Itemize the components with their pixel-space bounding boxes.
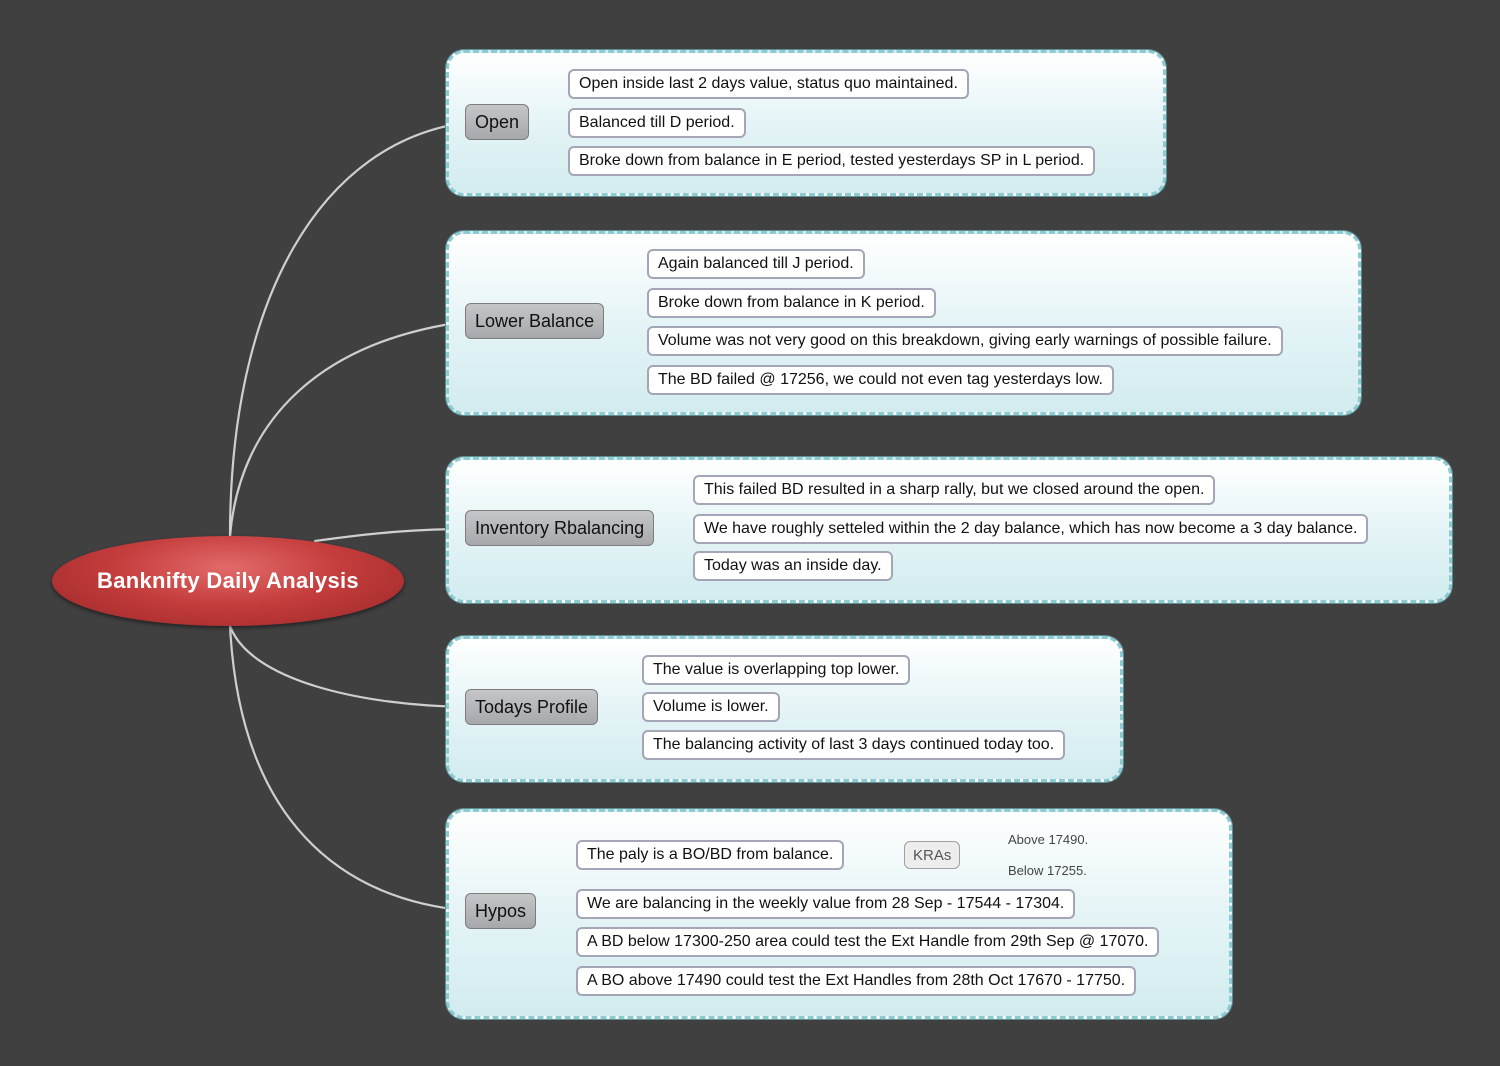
- connector-hypos: [228, 624, 472, 913]
- central-topic-label: Banknifty Daily Analysis: [97, 568, 359, 593]
- note-open-2[interactable]: Balanced till D period.: [568, 108, 746, 138]
- note-lower-balance-4[interactable]: The BD failed @ 17256, we could not even…: [647, 365, 1114, 395]
- note-hypos-3[interactable]: A BD below 17300-250 area could test the…: [576, 927, 1160, 957]
- note-lower-balance-2[interactable]: Broke down from balance in K period.: [647, 288, 936, 318]
- note-todays-profile-2[interactable]: Volume is lower.: [642, 692, 780, 722]
- note-open-3[interactable]: Broke down from balance in E period, tes…: [568, 146, 1096, 176]
- note-lower-balance-3[interactable]: Volume was not very good on this breakdo…: [647, 326, 1283, 356]
- topic-todays-profile[interactable]: Todays Profile: [465, 689, 599, 725]
- topic-lower-balance[interactable]: Lower Balance: [465, 303, 605, 339]
- note-hypos-2[interactable]: We are balancing in the weekly value fro…: [576, 889, 1076, 919]
- topic-inventory-rbalancing[interactable]: Inventory Rbalancing: [465, 510, 655, 546]
- connector-todays-profile: [228, 624, 472, 709]
- note-todays-profile-1[interactable]: The value is overlapping top lower.: [642, 655, 911, 685]
- note-hypos-4[interactable]: A BO above 17490 could test the Ext Hand…: [576, 966, 1137, 996]
- connector-lower-balance: [228, 319, 472, 538]
- note-open-1[interactable]: Open inside last 2 days value, status qu…: [568, 69, 969, 99]
- topic-open[interactable]: Open: [465, 104, 530, 140]
- kras-item-above[interactable]: Above 17490.: [1008, 832, 1089, 847]
- note-inventory-3[interactable]: Today was an inside day.: [693, 551, 893, 581]
- connector-open: [228, 120, 472, 538]
- central-topic[interactable]: Banknifty Daily Analysis: [52, 536, 404, 626]
- note-todays-profile-3[interactable]: The balancing activity of last 3 days co…: [642, 730, 1066, 760]
- note-hypos-1[interactable]: The paly is a BO/BD from balance.: [576, 840, 845, 870]
- kras-item-below[interactable]: Below 17255.: [1008, 863, 1087, 878]
- kras-topic[interactable]: KRAs: [904, 841, 961, 869]
- note-inventory-2[interactable]: We have roughly setteled within the 2 da…: [693, 514, 1369, 544]
- topic-hypos[interactable]: Hypos: [465, 893, 537, 929]
- note-inventory-1[interactable]: This failed BD resulted in a sharp rally…: [693, 475, 1216, 505]
- note-lower-balance-1[interactable]: Again balanced till J period.: [647, 249, 865, 279]
